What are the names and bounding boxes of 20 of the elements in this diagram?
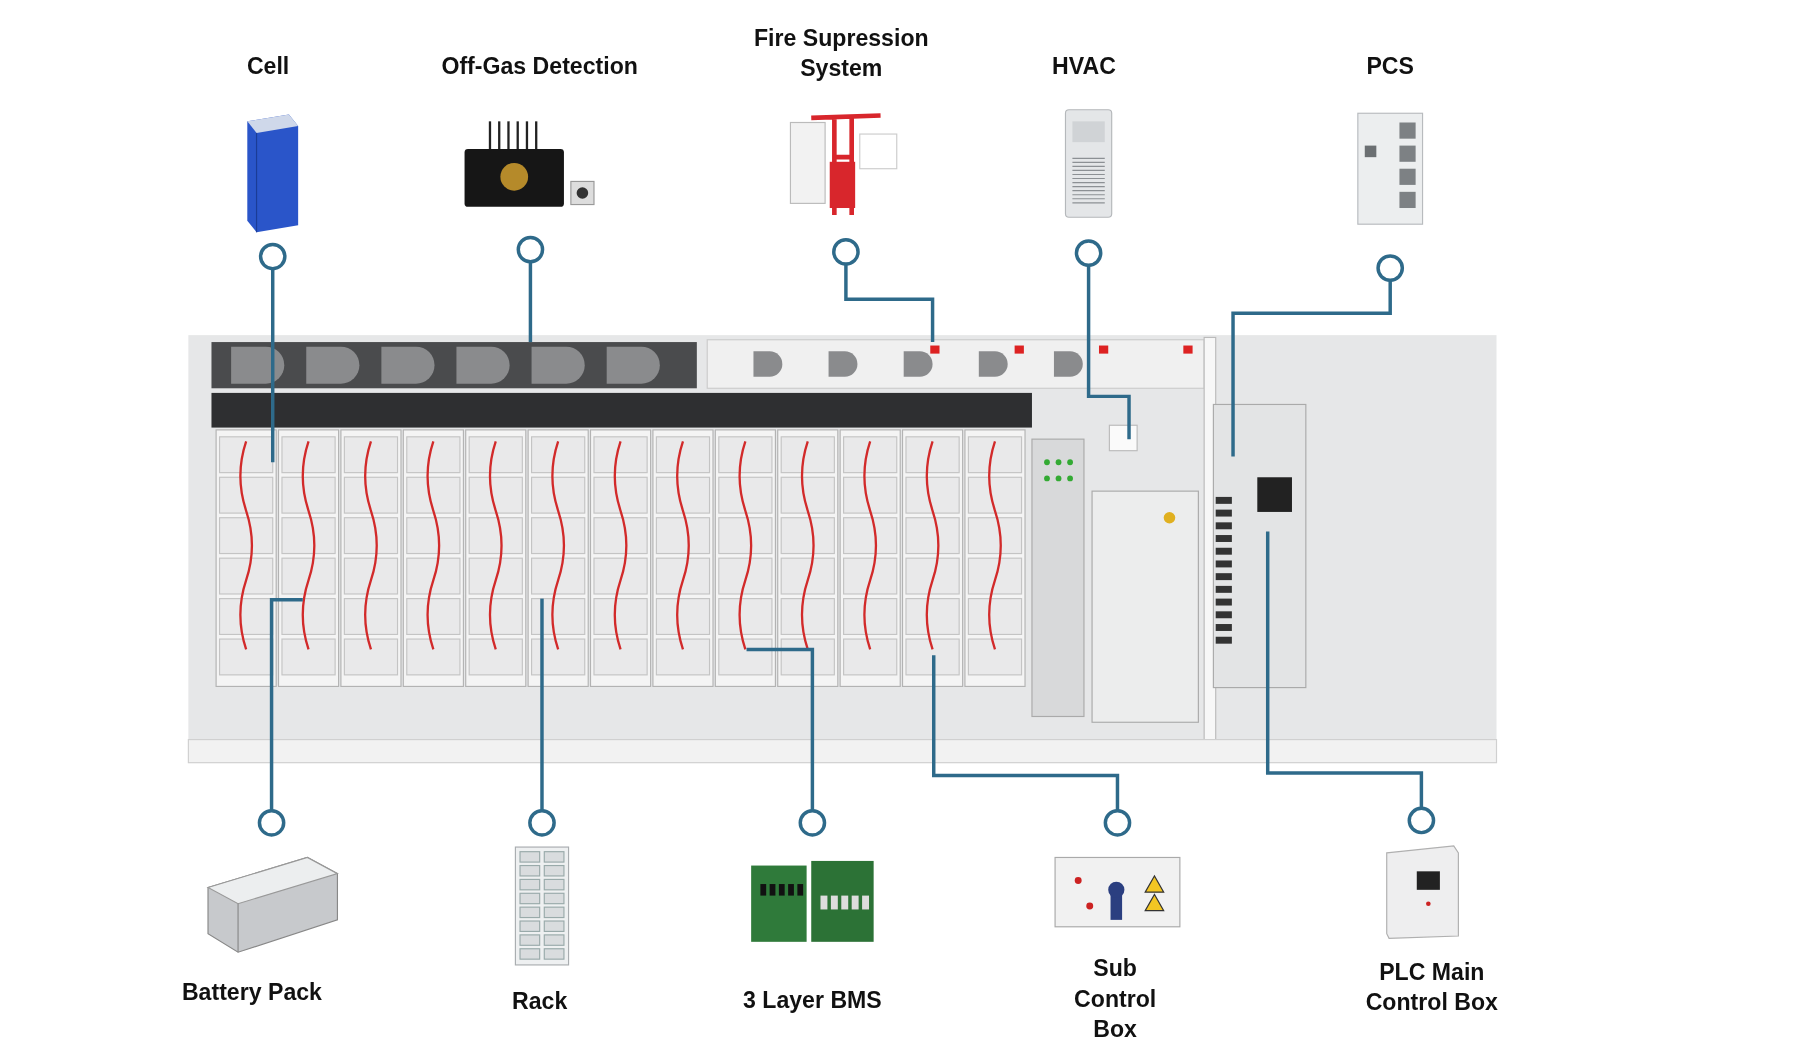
component-label: Battery Pack (180, 977, 323, 1007)
component-label: Rack (511, 987, 569, 1016)
leader-line (844, 264, 935, 343)
component-label: 3 Layer BMS (742, 985, 883, 1015)
component-label: PLC Main Control Box (1364, 958, 1499, 1017)
leader-line (271, 269, 275, 463)
leader-line (932, 655, 1120, 811)
component-label: Sub Control Box (1073, 954, 1158, 1044)
leader-line (746, 647, 815, 811)
component-label: HVAC (1051, 52, 1117, 81)
leader-line (540, 598, 544, 811)
component-label: Cell (245, 52, 291, 81)
component-label: Fire Supression System (752, 24, 930, 83)
leader-line (1231, 280, 1392, 457)
leader-line (528, 262, 533, 343)
leader-line (1086, 265, 1131, 440)
component-label: PCS (1365, 52, 1415, 81)
leader-line (269, 598, 303, 811)
component-label: Off-Gas Detection (440, 52, 639, 81)
leader-line (1265, 531, 1424, 808)
